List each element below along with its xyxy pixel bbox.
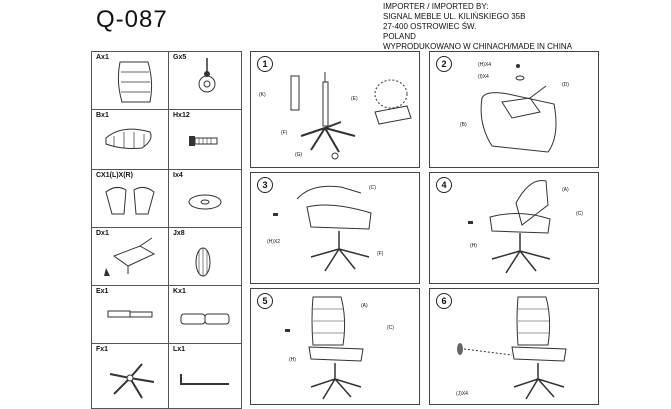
importer-info: IMPORTER / IMPORTED BY: SIGNAL MEBLE UL.…	[383, 2, 572, 52]
callout-h: (H)	[470, 243, 477, 249]
callout-i-x4: (I)X4	[478, 74, 489, 80]
callout-a: (A)	[361, 303, 368, 309]
part-h: Hx12	[169, 110, 241, 170]
step-3-illustration: (C) (H)X2 (F)	[267, 185, 384, 272]
callout-b: (B)	[460, 122, 467, 128]
importer-line: POLAND	[383, 32, 416, 41]
importer-line: SIGNAL MEBLE UL. KILIŃSKIEGO 35B	[383, 12, 526, 21]
step-2-panel: 2 (H)X4 (I)X4 (D) (B)	[429, 51, 599, 168]
part-k: Kx1	[169, 286, 241, 344]
cover-illustration	[180, 313, 230, 325]
step-number: 4	[436, 177, 452, 193]
step-2-illustration: (H)X4 (I)X4 (D) (B)	[460, 62, 569, 153]
document-title: Q-087	[96, 6, 168, 33]
step-number: 2	[436, 56, 452, 72]
hex-key-illustration	[180, 374, 229, 385]
part-c: CX1(L)X(R)	[92, 170, 169, 228]
callout-h-x2: (H)X2	[267, 239, 280, 245]
callout-e: (E)	[351, 96, 358, 102]
step-number: 3	[257, 177, 273, 193]
part-label: Hx12	[173, 112, 190, 119]
importer-line: 27-400 OSTROWIEC ŚW.	[383, 22, 477, 31]
step-number: 1	[257, 56, 273, 72]
backrest-illustration	[117, 61, 153, 103]
step-4-illustration: (A) (C) (H)	[468, 179, 583, 274]
part-label: Ex1	[96, 288, 109, 295]
seat-illustration	[105, 128, 152, 149]
importer-line: IMPORTER / IMPORTED BY:	[383, 2, 489, 11]
callout-h-x4: (H)X4	[478, 62, 491, 68]
part-e: Ex1	[92, 286, 169, 344]
part-j: Jx8	[169, 228, 241, 286]
part-g: Gx5	[169, 52, 241, 110]
callout-k: (K)	[259, 92, 266, 98]
step-5-illustration: (A) (C) (H)	[285, 296, 394, 400]
step-6-panel: 6 (J)X4	[429, 288, 599, 405]
bolt-illustration	[189, 136, 218, 146]
callout-j-x4: (J)X4	[456, 391, 468, 397]
part-label: Gx5	[173, 54, 187, 61]
callout-g: (G)	[295, 152, 303, 158]
armrest-illustration	[105, 186, 155, 215]
caster-illustration	[198, 58, 216, 93]
callout-d: (D)	[562, 82, 569, 88]
importer-line: WYPRODUKOWANO W CHINACH/MADE IN CHINA	[383, 42, 573, 51]
callout-h: (H)	[289, 357, 296, 363]
callout-f: (F)	[377, 251, 384, 257]
step-5-panel: 5 (A) (C) (H)	[250, 288, 420, 405]
gas-lift-illustration	[107, 310, 153, 318]
callout-c: (C)	[387, 325, 394, 331]
part-label: Ix4	[173, 172, 183, 179]
part-a: Ax1	[92, 52, 169, 110]
washer-illustration	[188, 194, 222, 210]
step-3-panel: 3 (C) (H)X2 (F)	[250, 172, 420, 284]
part-d: Dx1	[92, 228, 169, 286]
part-b: Bx1	[92, 110, 169, 170]
part-l: Lx1	[169, 344, 241, 408]
part-label: CX1(L)X(R)	[96, 172, 133, 179]
base-illustration	[109, 363, 155, 399]
part-label: Lx1	[173, 346, 186, 353]
step-number: 5	[257, 293, 273, 309]
step-1-illustration: (K) (E) (F) (G)	[259, 72, 412, 160]
part-label: Ax1	[96, 54, 109, 61]
step-number: 6	[436, 293, 452, 309]
parts-list: Ax1 Gx5 Bx1 Hx12 CX1(L)X(R)	[91, 51, 242, 409]
part-label: Kx1	[173, 288, 186, 295]
callout-c: (C)	[576, 211, 583, 217]
part-label: Bx1	[96, 112, 109, 119]
part-f: Fx1	[92, 344, 169, 408]
mechanism-illustration	[104, 237, 156, 276]
part-label: Dx1	[96, 230, 109, 237]
callout-a: (A)	[562, 187, 569, 193]
step-4-panel: 4 (A) (C) (H)	[429, 172, 599, 284]
part-label: Fx1	[96, 346, 109, 353]
callout-f: (F)	[281, 130, 288, 136]
part-i: Ix4	[169, 170, 241, 228]
callout-c: (C)	[369, 185, 376, 191]
part-label: Jx8	[173, 230, 185, 237]
step-6-illustration: (J)X4	[456, 296, 567, 400]
cap-illustration	[195, 247, 211, 277]
step-1-panel: 1 (K) (E) (F) (G)	[250, 51, 420, 168]
